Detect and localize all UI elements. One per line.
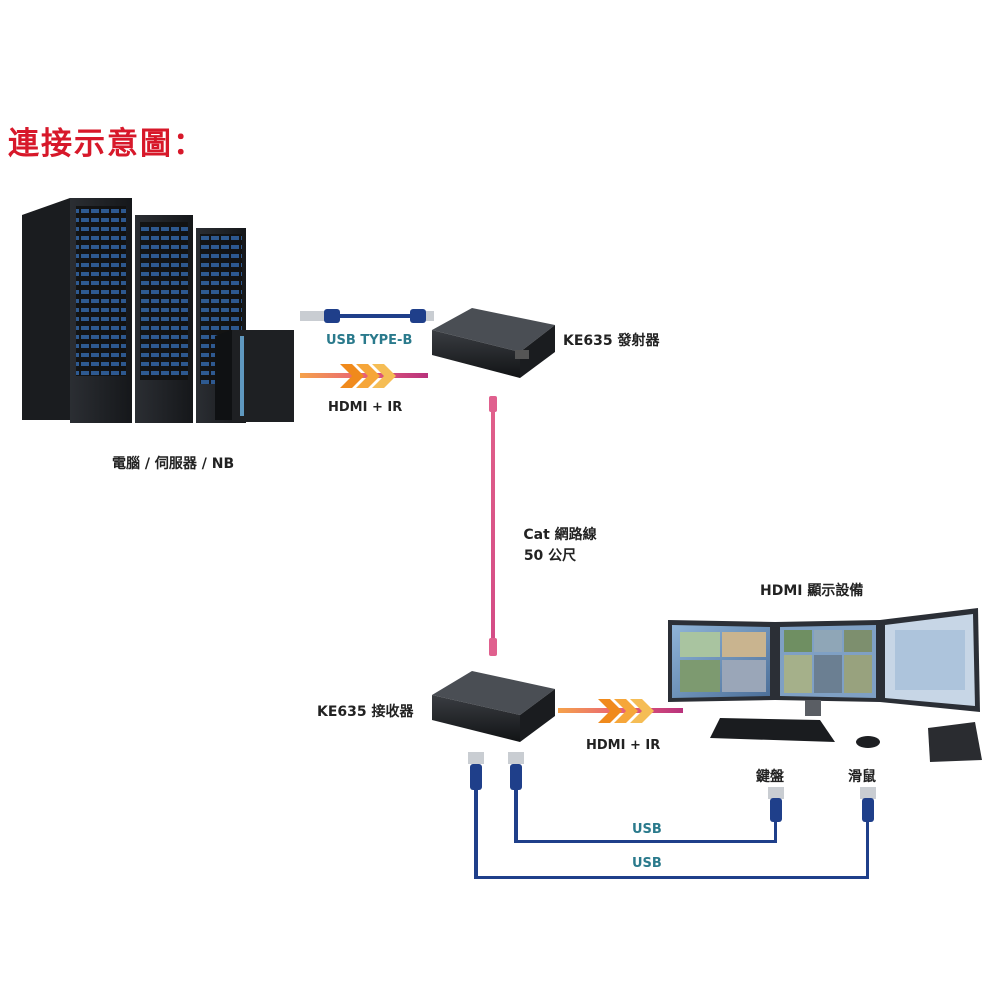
receiver-device [432,671,555,742]
usb-connector-left [468,752,484,878]
cat-cable-label-line1: Cat 網路線 [523,527,597,543]
transmitter-device [432,308,555,378]
usb-wires [474,820,869,879]
usb-typeb-cable [300,309,434,323]
usb-connector-keyboard [768,787,784,822]
usb-connector-mouse [860,787,876,822]
hdmi-ir-label-top: HDMI + IR [328,400,403,415]
keyboard-label: 鍵盤 [756,769,784,785]
display-label: HDMI 顯示設備 [760,583,864,599]
desk-peripherals [710,718,982,762]
transmitter-label: KE635 發射器 [563,333,660,349]
source-label: 電腦 / 伺服器 / NB [112,456,235,472]
hdmi-display-monitors [668,608,980,716]
hdmi-ir-label-bottom: HDMI + IR [586,738,661,753]
cat-cable [489,396,497,656]
usb-mouse-label: USB [632,856,662,871]
receiver-label: KE635 接收器 [317,704,414,720]
usb-connector-right [508,752,524,842]
server-rack-icon [22,198,294,423]
usb-typeb-label: USB TYPE-B [326,333,413,348]
usb-keyboard-label: USB [632,822,662,837]
hdmi-ir-arrow-bottom [558,699,683,723]
page-title: 連接示意圖： [8,126,206,162]
hdmi-ir-arrow-top [300,364,428,388]
mouse-label: 滑鼠 [848,769,876,785]
cat-cable-label-line2: 50 公尺 [523,548,577,564]
